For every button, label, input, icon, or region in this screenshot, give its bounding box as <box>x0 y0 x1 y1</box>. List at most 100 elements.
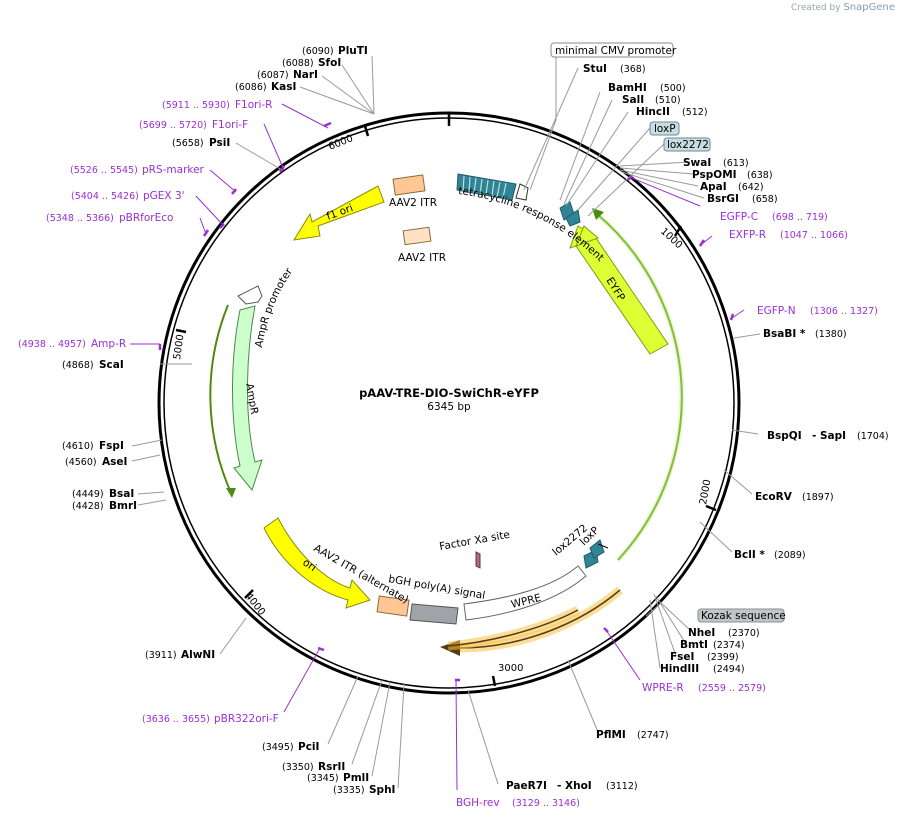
f1-ori-feature[interactable] <box>293 185 385 241</box>
enzyme-sphi[interactable]: (3335)SphI <box>333 784 395 796</box>
enzyme-psii[interactable]: (5658)PsiI <box>172 137 230 149</box>
enzyme-hincii[interactable]: HincII(512) <box>636 106 708 118</box>
enzyme-hindiii[interactable]: HindIII(2494) <box>660 663 745 675</box>
tick-5000: 5000 <box>172 334 186 361</box>
ampr-feature[interactable] <box>232 305 263 492</box>
ori-feature[interactable] <box>263 517 371 609</box>
enzyme-pluti[interactable]: (6090)PluTI <box>302 45 368 57</box>
tre-feature[interactable] <box>456 173 529 201</box>
ampr-label: AmpR <box>243 382 260 415</box>
lox-sites-bottom[interactable] <box>583 539 609 569</box>
enzyme-pflmi[interactable]: PflMI(2747) <box>596 729 669 741</box>
svg-text:(1047 .. 1066): (1047 .. 1066) <box>780 230 848 241</box>
svg-text:pBR322ori-F: pBR322ori-F <box>214 713 279 725</box>
svg-text:BmrI: BmrI <box>109 500 137 512</box>
enzyme-nari[interactable]: (6087)NarI <box>257 69 318 81</box>
svg-text:(1704): (1704) <box>857 431 889 442</box>
svg-text:(658): (658) <box>752 194 778 205</box>
svg-text:(3911): (3911) <box>145 650 177 661</box>
wpre-feature[interactable] <box>463 565 587 621</box>
enzyme-ecorv[interactable]: EcoRV(1897) <box>755 491 834 503</box>
svg-text:HindIII: HindIII <box>660 663 699 675</box>
enzyme-bcli[interactable]: BclI *(2089) <box>734 549 806 561</box>
enzyme-paer7i-xhoi[interactable]: PaeR7I-XhoI(3112) <box>506 780 638 792</box>
svg-text:(3636 .. 3655): (3636 .. 3655) <box>142 714 210 725</box>
primer-connector-lines <box>130 103 745 791</box>
primer-amp-r[interactable]: (4938 .. 4957)Amp-R <box>18 338 126 350</box>
enzyme-bmri[interactable]: (4428)BmrI <box>72 500 137 512</box>
enzyme-pmli[interactable]: (3345)PmlI <box>307 772 369 784</box>
enzyme-rsrii[interactable]: (3350)RsrII <box>282 761 345 773</box>
enzyme-swai[interactable]: SwaI(613) <box>683 157 749 169</box>
svg-text:loxP: loxP <box>654 123 676 135</box>
enzyme-bsabi[interactable]: BsaBI *(1380) <box>763 328 847 340</box>
tick-2000: 2000 <box>698 479 713 506</box>
primer-f1ori-r[interactable]: (5911 .. 5930)F1ori-R <box>162 99 272 111</box>
svg-text:(3495): (3495) <box>262 742 294 753</box>
primer-wpre-r[interactable]: WPRE-R (2559 .. 2579) <box>642 682 766 694</box>
svg-text:(500): (500) <box>660 83 686 94</box>
svg-text:(4560): (4560) <box>65 457 97 468</box>
enzyme-scai[interactable]: (4868)ScaI <box>62 359 124 371</box>
svg-text:EcoRV: EcoRV <box>755 491 793 503</box>
primer-f1ori-f[interactable]: (5699 .. 5720)F1ori-F <box>139 119 248 131</box>
enzyme-apai[interactable]: ApaI(642) <box>700 181 764 193</box>
enzyme-bmti[interactable]: BmtI(2374) <box>680 639 745 651</box>
enzyme-bsrgi[interactable]: BsrGI(658) <box>707 193 778 205</box>
primer-prs-marker[interactable]: (5526 .. 5545)pRS-marker <box>70 164 205 176</box>
connector-lines <box>131 55 761 789</box>
svg-text:HincII: HincII <box>636 106 670 118</box>
primer-pbr322ori-f[interactable]: (3636 .. 3655) pBR322ori-F <box>142 713 279 725</box>
enzyme-sali[interactable]: SalI(510) <box>622 94 681 106</box>
svg-text:(698 .. 719): (698 .. 719) <box>772 212 828 223</box>
svg-text:SfoI: SfoI <box>318 57 341 69</box>
box-lox2272[interactable]: lox2272 <box>663 137 711 152</box>
factor-xa-feature[interactable] <box>475 551 481 569</box>
box-minimal-cmv[interactable]: minimal CMV promoter <box>550 42 677 58</box>
svg-text:RsrII: RsrII <box>318 761 345 773</box>
enzyme-nhei[interactable]: NheI(2370) <box>688 627 760 639</box>
ampr-strand-arc <box>209 304 233 496</box>
enzyme-bamhi[interactable]: BamHI(500) <box>608 82 686 94</box>
aav2-itr-top-feature[interactable] <box>392 174 426 196</box>
enzyme-fspi[interactable]: (4610)FspI <box>62 440 124 452</box>
primer-bgh-rev[interactable]: BGH-rev(3129 .. 3146) <box>456 797 580 809</box>
primer-pgex3[interactable]: (5404 .. 5426)pGEX 3' <box>71 190 185 202</box>
primer-pbrforeco[interactable]: (5348 .. 5366)pBRforEco <box>46 212 173 224</box>
svg-text:WPRE-R: WPRE-R <box>642 682 684 694</box>
primer-exfp-r[interactable]: EXFP-R(1047 .. 1066) <box>729 229 848 241</box>
primer-egfp-c[interactable]: EGFP-C(698 .. 719) <box>720 211 828 223</box>
enzyme-pcii[interactable]: (3495) PciI <box>262 741 319 753</box>
tick-3000: 3000 <box>498 663 523 674</box>
enzyme-psp0mi[interactable]: PspOMI(638) <box>692 169 773 181</box>
svg-text:EGFP-N: EGFP-N <box>757 305 796 317</box>
enzyme-alwni[interactable]: (3911)AlwNI <box>145 649 215 661</box>
svg-text:(4449): (4449) <box>72 489 104 500</box>
enzyme-fsei[interactable]: FseI(2399) <box>670 651 739 663</box>
box-kozak[interactable]: Kozak sequence <box>697 608 786 623</box>
enzyme-bsai[interactable]: (4449)BsaI <box>72 488 134 500</box>
orf-arrows[interactable] <box>440 586 623 656</box>
lox-sites-top[interactable] <box>559 201 581 227</box>
box-loxp[interactable]: loxP <box>649 121 680 136</box>
ampr-promoter-feature[interactable] <box>237 285 263 305</box>
aav2-itr-alt-feature[interactable] <box>376 595 410 617</box>
eyfp-feature[interactable] <box>569 225 669 355</box>
primer-egfp-n[interactable]: EGFP-N(1306 .. 1327) <box>757 305 878 317</box>
primer-marks <box>158 121 735 682</box>
svg-text:lox2272: lox2272 <box>667 139 709 151</box>
enzyme-asei[interactable]: (4560)AseI <box>65 456 127 468</box>
aav2-itr-mid-feature[interactable] <box>402 226 432 246</box>
svg-text:(613): (613) <box>723 158 749 169</box>
enzyme-kasi[interactable]: (6086)KasI <box>235 81 296 93</box>
svg-text:PciI: PciI <box>298 741 319 753</box>
enzyme-stui[interactable]: StuI(368) <box>583 63 646 75</box>
watermark-prefix: Created by <box>791 3 841 13</box>
bgh-feature[interactable] <box>409 603 459 625</box>
svg-text:(5404 .. 5426): (5404 .. 5426) <box>71 191 139 202</box>
svg-text:(2559 .. 2579): (2559 .. 2579) <box>698 683 766 694</box>
svg-text:(4610): (4610) <box>62 441 94 452</box>
svg-text:Amp-R: Amp-R <box>91 338 126 350</box>
enzyme-bspqi-sapi[interactable]: BspQI-SapI(1704) <box>767 430 889 442</box>
enzyme-sfoi[interactable]: (6088)SfoI <box>282 57 341 69</box>
